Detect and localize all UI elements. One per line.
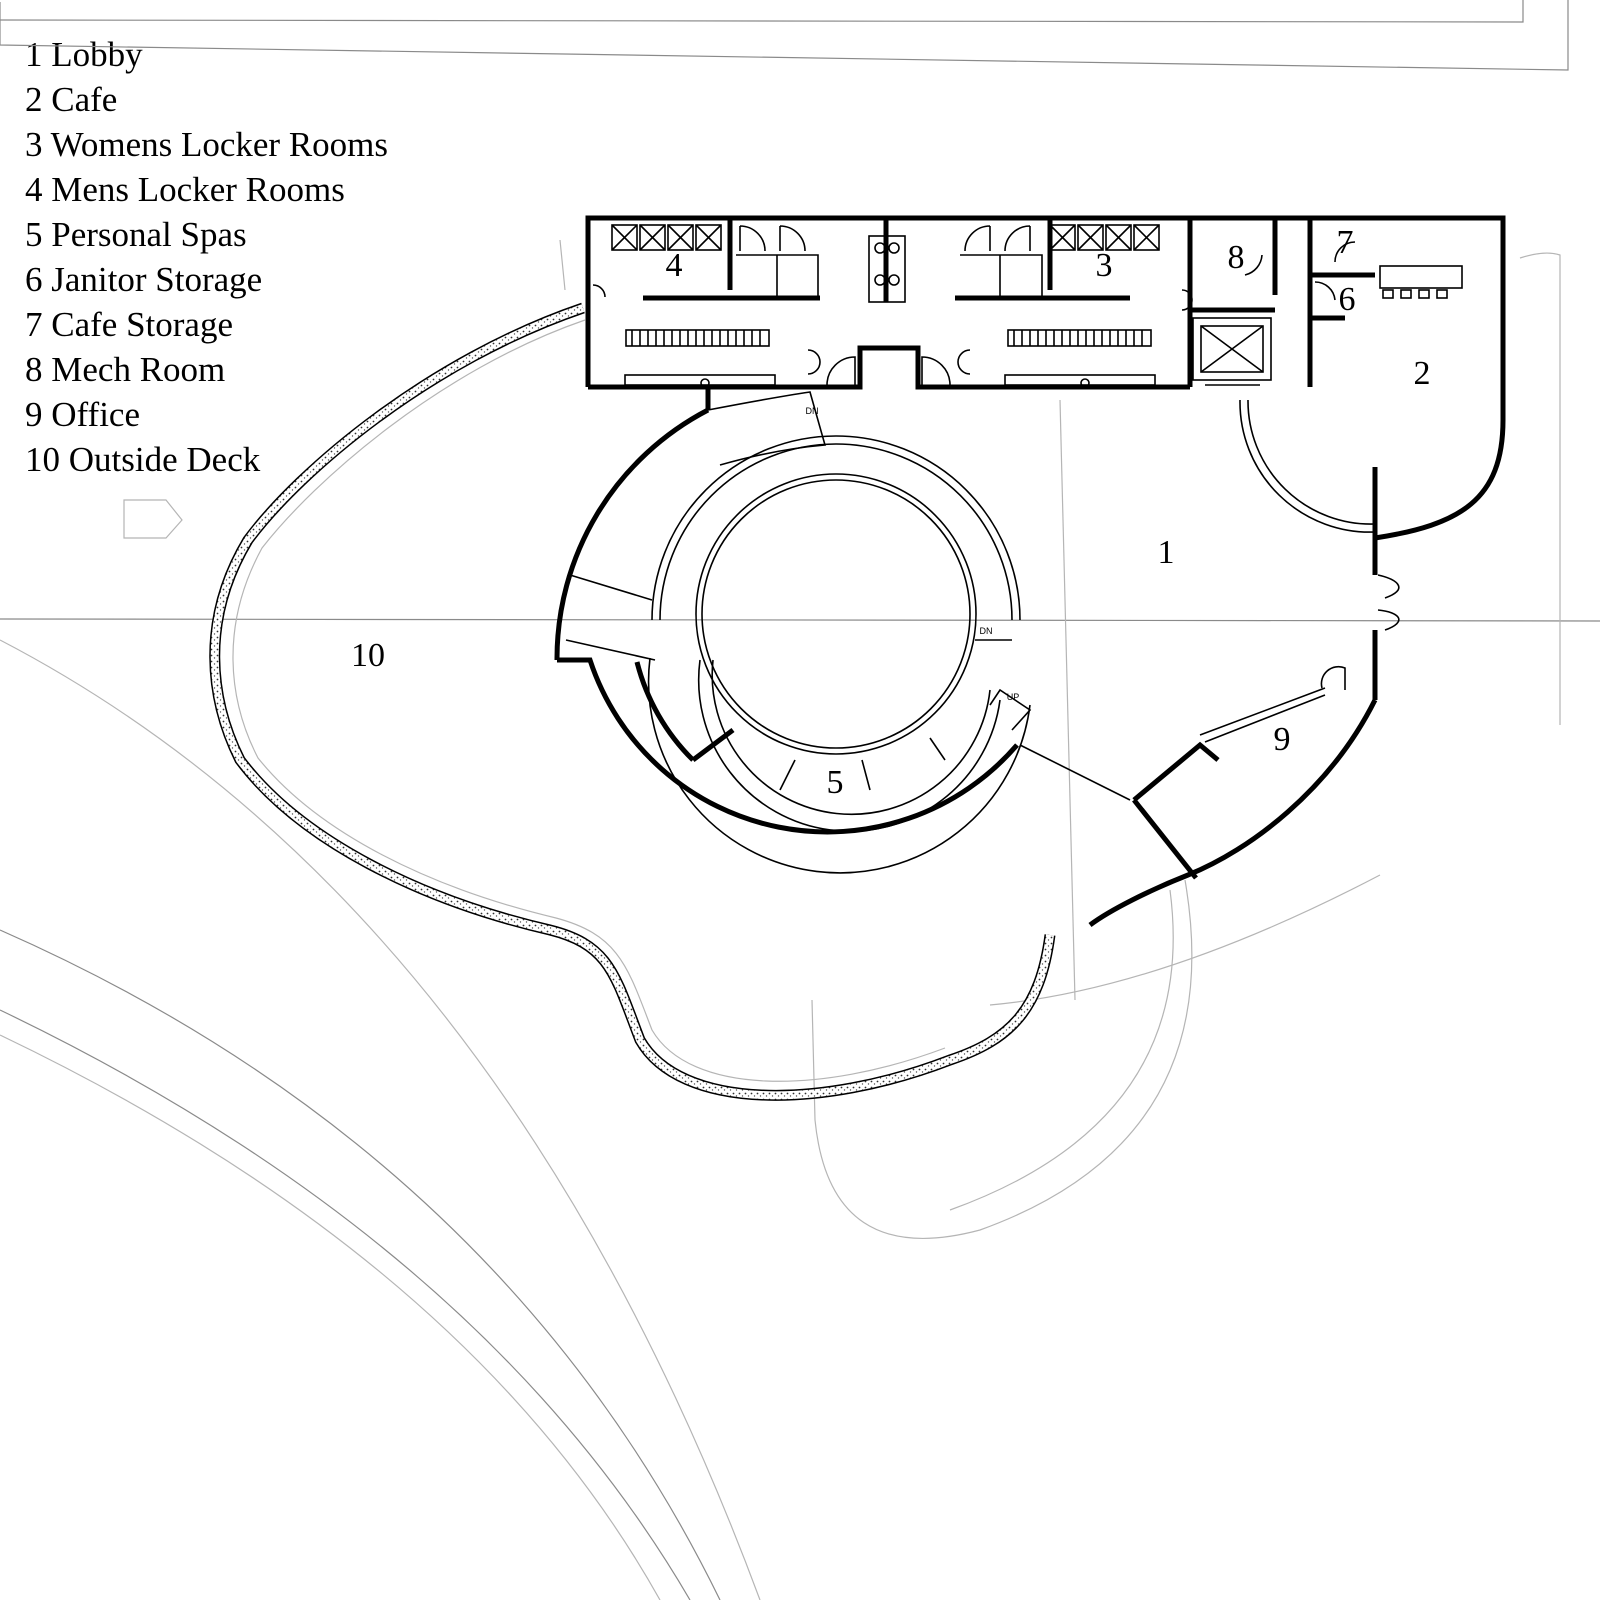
legend-item-outside-deck: 10 Outside Deck [25,440,261,479]
legend-item-cafe-storage: 7 Cafe Storage [25,305,233,344]
room-number-5: 5 [827,764,844,801]
legend-item-mech-room: 8 Mech Room [25,350,226,389]
legend-item-janitor-storage: 6 Janitor Storage [25,260,263,299]
deck-planter-edge [209,302,1056,1101]
room-number-2: 2 [1414,355,1431,392]
legend-item-office: 9 Office [25,395,140,434]
stair-label-down-east: DN [980,626,993,636]
room-number-4: 4 [666,247,683,284]
room-number-6: 6 [1339,281,1356,318]
legend-item-lobby: 1 Lobby [25,35,143,74]
legend-item-womens-locker-rooms: 3 Womens Locker Rooms [25,125,389,164]
room-legend: 1 Lobby 2 Cafe 3 Womens Locker Rooms 4 M… [25,32,388,482]
room-number-10: 10 [351,637,385,674]
room-number-7: 7 [1337,224,1354,261]
room-number-8: 8 [1228,239,1245,276]
spa-rotunda [554,389,1032,874]
room-number-3: 3 [1096,247,1113,284]
room-number-1: 1 [1158,534,1175,571]
locker-block [585,215,1506,420]
legend-item-cafe: 2 Cafe [25,80,118,119]
legend-item-mens-locker-rooms: 4 Mens Locker Rooms [25,170,345,209]
legend-item-personal-spas: 5 Personal Spas [25,215,247,254]
stair-label-down-north: DN [806,406,819,416]
room-number-9: 9 [1274,721,1291,758]
stair-label-up: UP [1007,692,1020,702]
